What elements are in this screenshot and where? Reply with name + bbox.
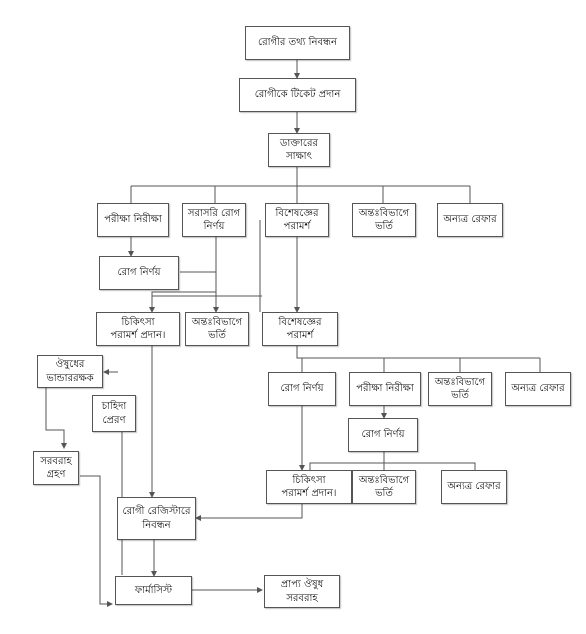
node-pharmacist: ফার্মাসিস্ট	[115, 576, 192, 605]
node-exam-1: পরীক্ষা নিরীক্ষা	[97, 203, 169, 237]
node-inpatient-2: অন্তঃবিভাগে ভর্তি	[185, 312, 249, 346]
node-refer-elsewhere-1: অন্যত্র রেফার	[437, 203, 503, 237]
node-diagnosis-3: রোগ নির্ণয়	[348, 418, 418, 452]
node-patient-info-registration: রোগীর তথ্য নিবন্ধন	[245, 26, 350, 60]
node-refer-elsewhere-3: অন্যত্র রেফার	[441, 470, 507, 504]
node-medicine-storekeeper: ঔষুধের ভান্ডাররক্ষক	[37, 355, 103, 388]
arrow-treatment2-to-register	[195, 504, 303, 521]
node-inpatient-4: অন্তঃবিভাগে ভর্তি	[352, 470, 416, 504]
arrow-direct-diagnosis-to-treatment	[149, 237, 217, 313]
fanout-specialist2	[296, 346, 540, 359]
fanout-specialist2-drops	[301, 358, 541, 372]
arrow-supply-to-pharmacist	[80, 475, 113, 607]
node-treatment-advice-1: চিকিৎসা পরামর্শ প্রদান।	[96, 312, 180, 346]
node-supply-receive: সরবরাহ গ্রহণ	[33, 451, 79, 485]
node-diagnosis-1: রোগ নির্ণয়	[99, 256, 179, 290]
node-direct-diagnosis: সরাসরি রোগ নির্ণয়	[182, 203, 246, 237]
node-refer-elsewhere-2: অন্যত্র রেফার	[505, 372, 571, 406]
node-treatment-advice-2: চিকিৎসা পরামর্শ প্রদান।	[266, 470, 352, 504]
arrow-storekeeper-to-supply	[45, 388, 67, 449]
node-exam-2: পরীক্ষা নিরীক্ষা	[349, 372, 421, 406]
node-inpatient-1: অন্তঃবিভাগে ভর্তি	[352, 203, 416, 237]
node-inpatient-3: অন্তঃবিভাগে ভর্তি	[428, 372, 492, 406]
node-diagnosis-2: রোগ নির্ণয়	[268, 372, 336, 406]
node-specialist-consult-2: বিশেষজ্ঞের পরামর্শ	[262, 312, 338, 346]
node-patient-register: রোগী রেজিস্টারে নিবন্ধন	[117, 497, 196, 540]
fanout-diagnosis3	[309, 452, 476, 470]
node-specialist-consult-1: বিশেষজ্ঞের পরামর্শ	[265, 203, 329, 237]
node-medicine-supply: প্রাপ্য ঔষুধ সরবরাহ	[264, 575, 340, 608]
node-demand-send: চাহিদা প্রেরণ	[92, 395, 136, 432]
node-doctor-visit: ডাক্তারের সাক্ষাৎ	[268, 133, 330, 167]
fanout-doctor	[130, 167, 471, 203]
arrow-diagnosis-to-inpatient	[180, 271, 219, 313]
node-ticket-issue: রোগীকে টিকেট প্রদান	[239, 78, 356, 112]
